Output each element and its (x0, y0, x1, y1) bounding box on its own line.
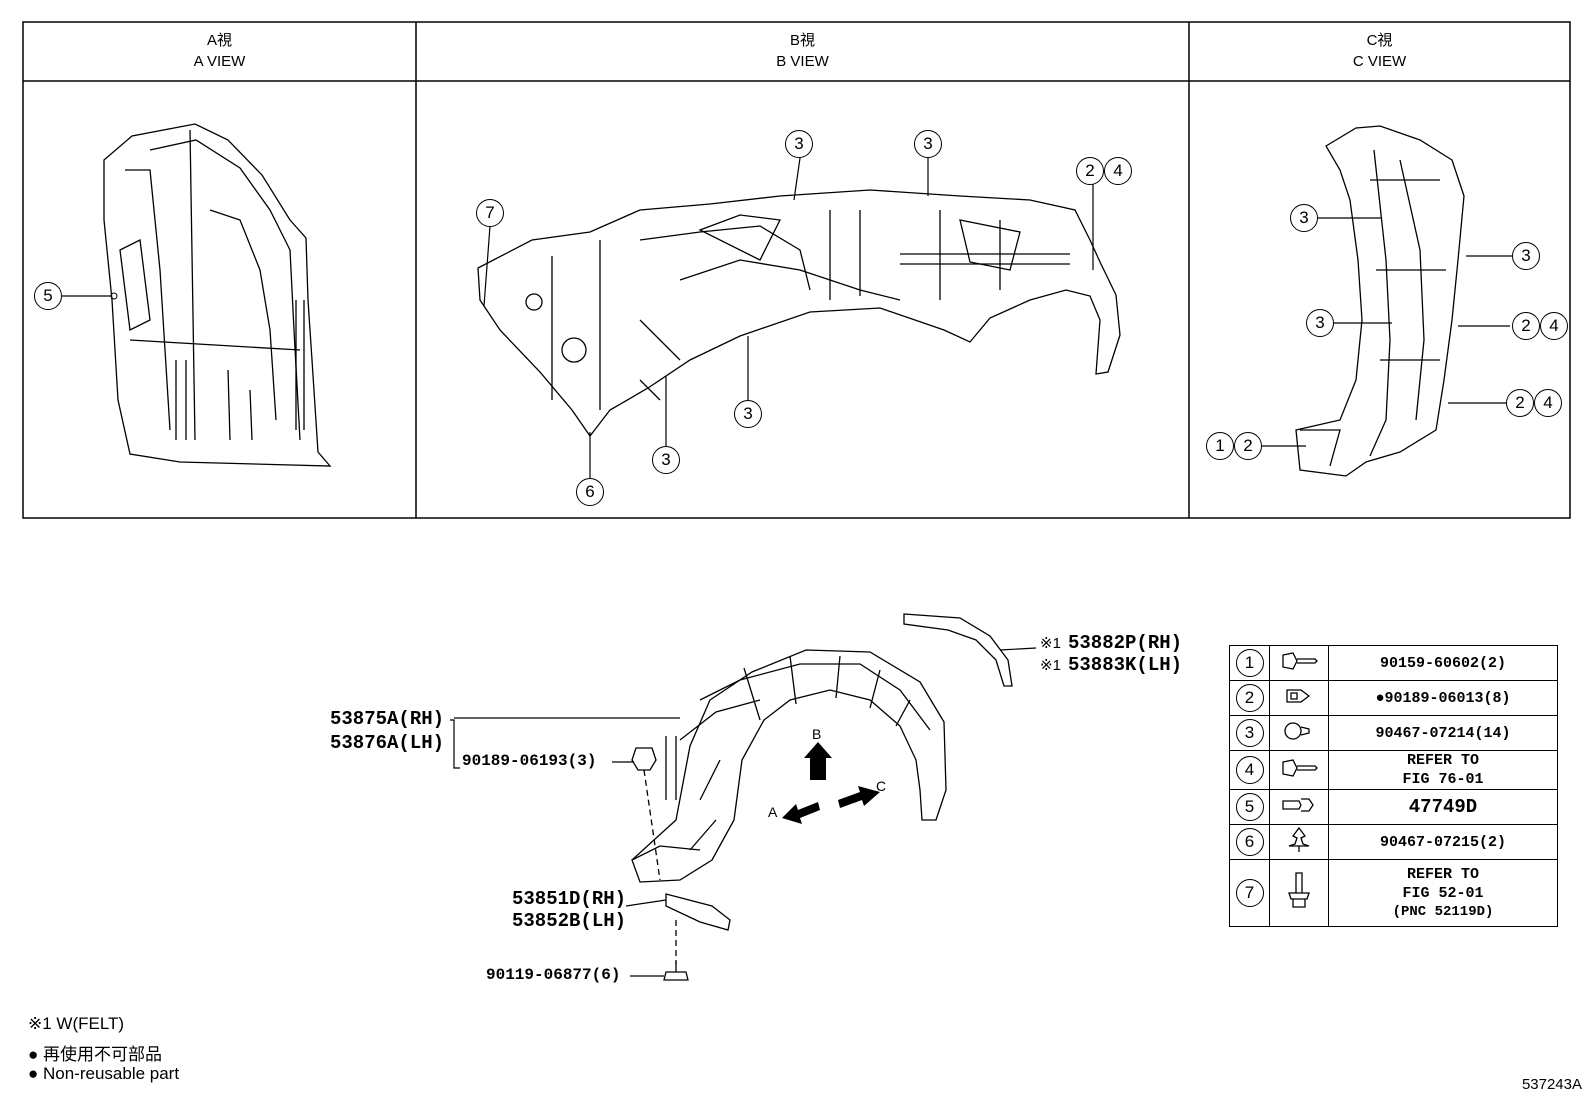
hex-bolt-icon (1282, 758, 1318, 777)
callout-number: 4 (1104, 157, 1132, 185)
table-row: 1 90159-60602(2) (1229, 645, 1558, 681)
b-view-leaders (483, 157, 1094, 478)
c-view-leaders (1262, 217, 1512, 447)
row-number: 2 (1235, 684, 1264, 712)
arrow-c-icon (838, 786, 880, 808)
arrow-c-label: C (876, 778, 887, 794)
callout-number: 2 (1234, 432, 1262, 460)
callout-number: 3 (652, 446, 680, 474)
part-number[interactable]: 90467-07214(14) (1375, 724, 1511, 742)
table-row: 7 REFER TO FIG 52-01 (PNC 52119D) (1229, 859, 1558, 927)
callout-number: 4 (1540, 312, 1568, 340)
callout-number: 3 (914, 130, 942, 158)
part-label-bracket-lh[interactable]: 53852B(LH) (512, 910, 627, 932)
legend-felt: ※1 W(FELT) (28, 1014, 125, 1033)
figure-id: 537243A (1521, 1076, 1582, 1093)
part-label-felt-lh[interactable]: 53883K(LH) (1068, 654, 1183, 676)
row-number: 7 (1235, 879, 1264, 907)
rivet-icon (1282, 797, 1314, 812)
callout-number: 2 (1506, 389, 1534, 417)
table-row: 3 90467-07214(14) (1229, 715, 1558, 751)
callout-number: 2 (1076, 157, 1104, 185)
felt-strip (903, 613, 1013, 687)
callout-number: 1 (1206, 432, 1234, 460)
a-view-liner (103, 123, 332, 467)
clip-part (612, 747, 661, 881)
screw-grommet-icon (1284, 721, 1310, 740)
flange-bolt-icon (1288, 871, 1310, 908)
b-view-header: B視 B VIEW (416, 30, 1189, 72)
refer-text: REFER TO (1406, 865, 1479, 883)
row-number: 1 (1235, 649, 1264, 677)
b-view-liner (477, 189, 1121, 438)
arrow-a-icon (782, 802, 820, 824)
part-label-bracket-rh[interactable]: 53851D(RH) (512, 888, 627, 910)
push-clip-icon (1288, 826, 1310, 852)
table-row: 6 90467-07215(2) (1229, 824, 1558, 860)
part-label-liner-lh[interactable]: 53876A(LH) (330, 732, 445, 754)
arrow-b-icon (804, 742, 832, 780)
view-title-jp: B視 (789, 32, 815, 49)
callout-number: 2 (1512, 312, 1540, 340)
callout-number: 3 (1306, 309, 1334, 337)
view-title-en: C VIEW (1352, 53, 1407, 70)
callout-number: 3 (1512, 242, 1540, 270)
legend-non-reusable-en: ● Non-reusable part (28, 1064, 180, 1083)
refer-figure[interactable]: FIG 76-01 (1402, 771, 1484, 788)
refer-figure[interactable]: FIG 52-01 (1402, 884, 1484, 902)
refer-text: REFER TO (1406, 752, 1479, 769)
callout-number: 3 (785, 130, 813, 158)
hex-bolt-icon (1282, 651, 1318, 670)
callout-number: 3 (734, 400, 762, 428)
legend-non-reusable-jp: ● 再使用不可部品 (28, 1045, 162, 1064)
bracket-part (625, 893, 731, 964)
table-row: 2 ●90189-06013(8) (1229, 680, 1558, 716)
arrow-a-label: A (768, 804, 778, 820)
row-number: 5 (1235, 793, 1264, 821)
view-title-en: A VIEW (193, 53, 246, 70)
part-label-clip[interactable]: 90189-06193(3) (462, 752, 597, 770)
pnc-reference: (PNC 52119D) (1392, 903, 1494, 920)
callout-number: 5 (34, 282, 62, 310)
row-number: 6 (1235, 828, 1264, 856)
part-number[interactable]: ●90189-06013(8) (1375, 689, 1511, 707)
c-view-header: C視 C VIEW (1189, 30, 1570, 72)
screw-part (630, 962, 689, 981)
table-row: 5 47749D (1229, 789, 1558, 825)
part-number[interactable]: 90159-60602(2) (1379, 654, 1507, 672)
view-frame (22, 21, 1571, 519)
table-row: 4 REFER TO FIG 76-01 (1229, 750, 1558, 790)
felt-mark: ※1 (1040, 657, 1061, 674)
row-number: 4 (1235, 756, 1264, 784)
part-label-screw[interactable]: 90119-06877(6) (486, 966, 621, 984)
view-arrows (782, 742, 880, 824)
part-label-felt-rh[interactable]: 53882P(RH) (1068, 632, 1183, 654)
part-number[interactable]: 90467-07215(2) (1379, 833, 1507, 851)
clip-nut-icon (1286, 688, 1311, 703)
callout-number: 3 (1290, 204, 1318, 232)
view-title-jp: C視 (1366, 32, 1393, 49)
part-number[interactable]: 47749D (1408, 795, 1478, 818)
callout-number: 6 (576, 478, 604, 506)
callout-number: 4 (1534, 389, 1562, 417)
main-liner (631, 649, 947, 883)
felt-mark: ※1 (1040, 635, 1061, 652)
view-title-jp: A視 (206, 32, 232, 49)
view-title-en: B VIEW (776, 53, 829, 70)
c-view-liner (1295, 125, 1465, 477)
fastener-parts-table: 1 90159-60602(2) 2 ●90189-06013(8) 3 904… (1229, 645, 1558, 927)
a-view-header: A視 A VIEW (23, 30, 416, 72)
part-label-liner-rh[interactable]: 53875A(RH) (330, 708, 445, 730)
callout-number: 7 (476, 199, 504, 227)
row-number: 3 (1235, 719, 1264, 747)
arrow-b-label: B (812, 726, 822, 742)
